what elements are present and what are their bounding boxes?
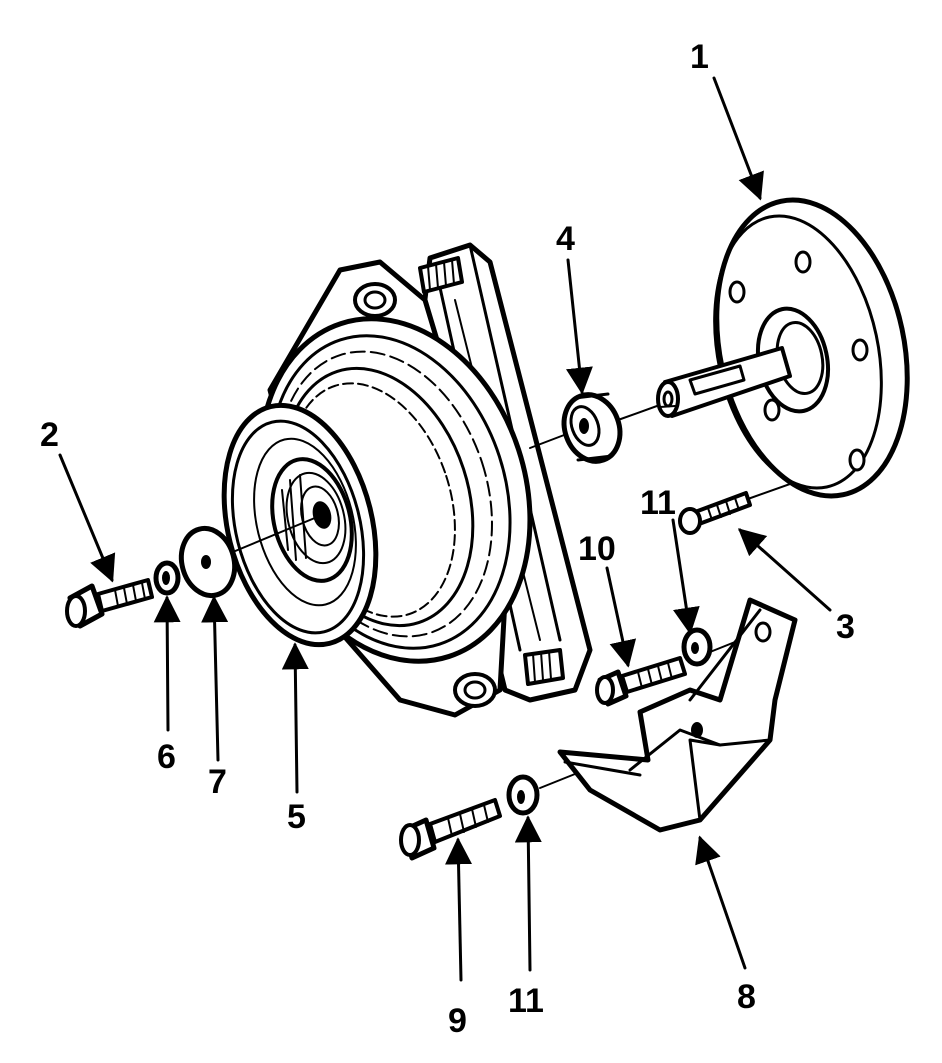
- lower-stud: [523, 648, 565, 686]
- capscrew-9: [399, 798, 502, 861]
- callout-labels: 1 2 3 4 5 6 7 8 9 10 11 11: [40, 38, 855, 1040]
- callout-6: 6: [157, 738, 176, 776]
- lockwasher-6: [153, 560, 181, 596]
- spacer: [561, 392, 623, 464]
- leader-11-lower: [514, 815, 542, 972]
- callout-3: 3: [836, 608, 855, 646]
- washer-11-upper: [681, 627, 713, 667]
- leader-4: [566, 258, 593, 395]
- leader-10: [605, 566, 637, 668]
- callout-4: 4: [556, 220, 575, 258]
- leader-6: [153, 595, 181, 732]
- callout-8: 8: [737, 978, 756, 1016]
- leader-9: [445, 837, 473, 982]
- leader-lines: [58, 76, 832, 982]
- flat-washer-7: [178, 525, 238, 599]
- anti-rotation-bracket: [557, 597, 798, 833]
- leader-3: [737, 528, 832, 612]
- leader-1: [712, 76, 764, 201]
- leader-7: [201, 595, 229, 762]
- upper-ear-nut: [353, 282, 397, 318]
- leader-2: [58, 453, 116, 583]
- callout-7: 7: [208, 763, 227, 801]
- capscrew-2: [65, 578, 154, 629]
- callout-10: 10: [578, 530, 616, 568]
- callout-2: 2: [40, 416, 59, 454]
- leader-5: [281, 642, 309, 794]
- washer-11-lower: [506, 774, 540, 816]
- upper-stud: [418, 256, 464, 294]
- capscrew-10: [595, 656, 687, 707]
- small-screw: [678, 491, 752, 535]
- lower-ear-nut: [453, 672, 497, 708]
- callout-11-lower: 11: [508, 982, 544, 1020]
- leader-11-upper: [671, 518, 700, 635]
- leader-8: [695, 835, 747, 970]
- callout-11-upper: 11: [640, 484, 676, 522]
- callout-5: 5: [287, 798, 306, 836]
- adapter-flange-with-shaft: [656, 197, 910, 499]
- callout-1: 1: [690, 38, 709, 76]
- callout-9: 9: [448, 1002, 467, 1040]
